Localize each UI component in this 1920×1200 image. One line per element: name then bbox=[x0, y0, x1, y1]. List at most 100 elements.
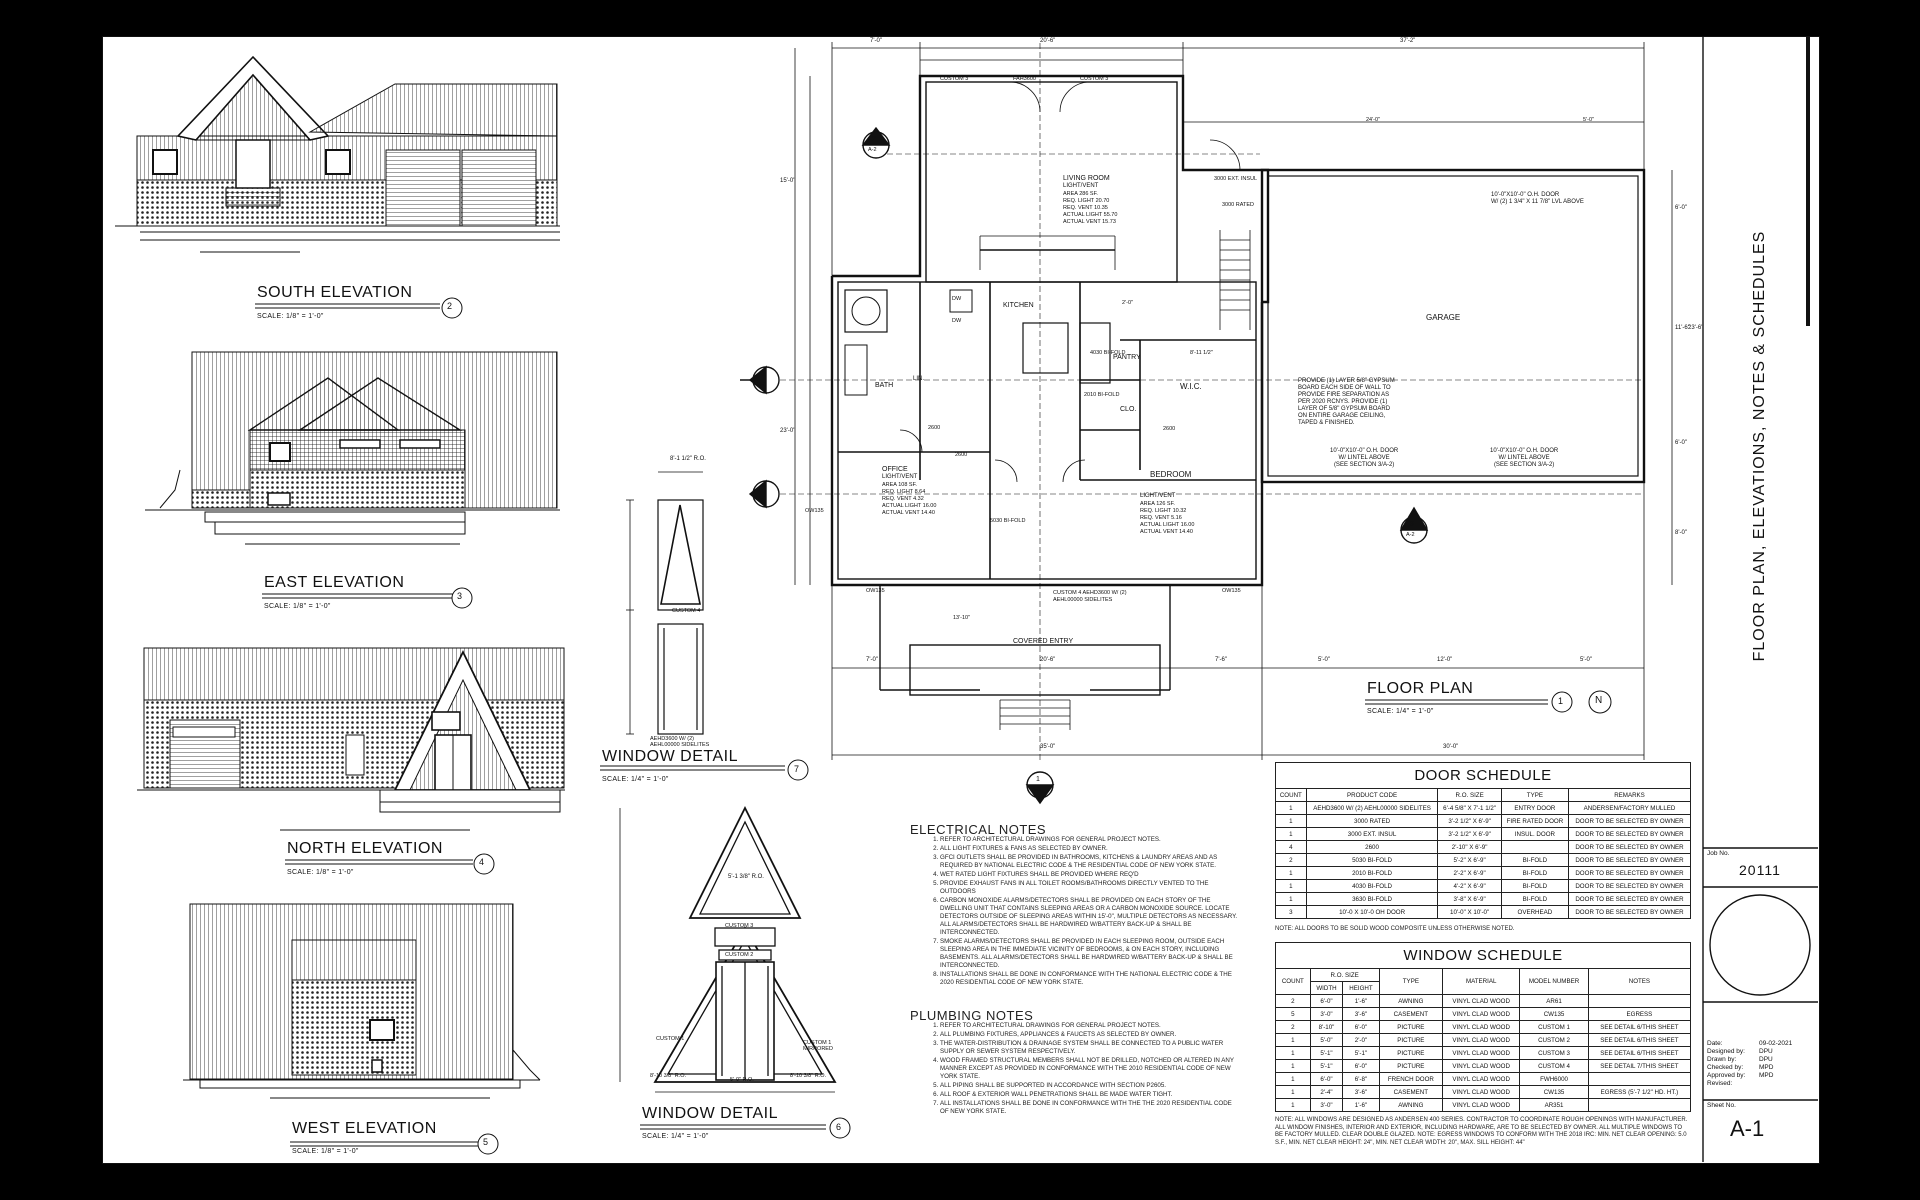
section-marker-sheet: A-2 bbox=[1406, 532, 1415, 538]
window-detail-7-title: WINDOW DETAIL bbox=[602, 748, 738, 765]
electrical-note: PROVIDE EXHAUST FANS IN ALL TOILET ROOMS… bbox=[940, 880, 1240, 896]
plan-callout: CUSTOM 3 bbox=[1080, 76, 1109, 82]
window-schedule-cell: CASEMENT bbox=[1378, 1085, 1444, 1099]
south-elevation-number: 2 bbox=[447, 301, 453, 311]
window-schedule-cell: SEE DETAIL 6/THIS SHEET bbox=[1587, 1020, 1692, 1034]
window-schedule-cell: PICTURE bbox=[1378, 1020, 1444, 1034]
room-wic-label: W.I.C. bbox=[1180, 382, 1202, 391]
window-schedule-cell bbox=[1587, 1098, 1692, 1112]
window-detail-7-scale: SCALE: 1/4" = 1'-0" bbox=[602, 776, 669, 783]
plan-callout: DW bbox=[952, 296, 962, 302]
plan-callout: 13'-10" bbox=[953, 615, 971, 621]
door-schedule-cell: DOOR TO BE SELECTED BY OWNER bbox=[1568, 840, 1691, 854]
detail6-label: CUSTOM 2 bbox=[725, 952, 754, 958]
plumbing-note: ALL PIPING SHALL BE SUPPORTED IN ACCORDA… bbox=[940, 1082, 1240, 1090]
room-living-label: LIVING ROOM bbox=[1063, 175, 1110, 182]
window-schedule-cell: VINYL CLAD WOOD bbox=[1442, 1059, 1521, 1073]
plumbing-note: ALL PLUMBING FIXTURES, APPLIANCES & FAUC… bbox=[940, 1031, 1240, 1039]
detail6-label: CUSTOM 3 bbox=[725, 923, 754, 929]
door-schedule-cell: 3'-2 1/2" X 6'-9" bbox=[1437, 814, 1502, 828]
detail7-custom-label: CUSTOM 4 bbox=[672, 608, 701, 614]
electrical-note: REFER TO ARCHITECTURAL DRAWINGS FOR GENE… bbox=[940, 836, 1240, 844]
door-schedule-cell: AEHD3600 W/ (2) AEHL00000 SIDELITES bbox=[1305, 801, 1439, 815]
door-schedule-cell: DOOR TO BE SELECTED BY OWNER bbox=[1568, 905, 1691, 919]
door-schedule-cell: ANDERSEN/FACTORY MULLED bbox=[1568, 801, 1691, 815]
plan-callout: 2'-0" bbox=[1122, 300, 1133, 306]
plumbing-note: THE WATER-DISTRIBUTION & DRAINAGE SYSTEM… bbox=[940, 1040, 1240, 1056]
door-schedule-cell: 3000 EXT. INSUL bbox=[1305, 827, 1439, 841]
window-schedule-cell: EGRESS (5'-7 1/2" HD. HT.) bbox=[1587, 1085, 1692, 1099]
window-schedule-cell: 3'-0" bbox=[1309, 1007, 1344, 1021]
door-schedule-title: DOOR SCHEDULE bbox=[1275, 762, 1691, 788]
window-schedule-cell: FWH6000 bbox=[1519, 1072, 1589, 1086]
plan-callout: CUSTOM 4 AEHD3600 W/ (2) AEHL00000 SIDEL… bbox=[1053, 590, 1127, 603]
plan-callout: 2600 bbox=[928, 425, 941, 431]
dim-right: 8'-0" bbox=[1675, 530, 1687, 536]
window-schedule-cell: CUSTOM 3 bbox=[1519, 1046, 1589, 1060]
window-schedule-cell: 3'-0" bbox=[1309, 1098, 1344, 1112]
dim-right: 11'-6" bbox=[1675, 325, 1690, 331]
door-schedule-cell: DOOR TO BE SELECTED BY OWNER bbox=[1568, 827, 1691, 841]
electrical-note: ALL LIGHT FIXTURES & FANS AS SELECTED BY… bbox=[940, 845, 1240, 853]
dim-bottom: 7'-6" bbox=[1215, 657, 1227, 663]
window-schedule-cell: EGRESS bbox=[1587, 1007, 1692, 1021]
room-bedroom-label: BEDROOM bbox=[1150, 470, 1192, 479]
window-schedule-cell: VINYL CLAD WOOD bbox=[1442, 994, 1521, 1008]
section-marker-number: 1 bbox=[1036, 776, 1040, 783]
window-schedule-header: MATERIAL bbox=[1442, 968, 1521, 995]
room-pantry-label: PANTRY bbox=[1113, 354, 1141, 361]
door-schedule-cell: 10'-0 X 10'-0 OH DOOR bbox=[1305, 905, 1439, 919]
section-marker-sheet: A-2 bbox=[868, 147, 877, 153]
electrical-note: CARBON MONOXIDE ALARMS/DETECTORS SHALL B… bbox=[940, 897, 1240, 937]
plan-callout: 24'-0" bbox=[1366, 117, 1381, 123]
dim-right: 6'-0" bbox=[1675, 440, 1687, 446]
dim-bottom: 5'-0" bbox=[1580, 657, 1592, 663]
room-lin-label: LIN. bbox=[913, 376, 925, 382]
door-schedule-cell: 4'-2" X 6'-9" bbox=[1437, 879, 1502, 893]
plumbing-notes-title: PLUMBING NOTES bbox=[910, 1008, 1034, 1023]
window-schedule-table: WINDOW SCHEDULE COUNT R.O. SIZE TYPE MAT… bbox=[1275, 942, 1692, 1112]
window-schedule-cell: AWNING bbox=[1378, 994, 1444, 1008]
plan-callout: OW135 bbox=[866, 588, 885, 594]
door-schedule-header: REMARKS bbox=[1568, 788, 1691, 802]
north-arrow-icon: N bbox=[1595, 695, 1603, 706]
detail6-label: CUSTOM 1 bbox=[656, 1036, 685, 1042]
door-schedule-cell: 1 bbox=[1275, 866, 1307, 880]
electrical-note: INSTALLATIONS SHALL BE DONE IN CONFORMAN… bbox=[940, 971, 1240, 987]
door-schedule-cell: FIRE RATED DOOR bbox=[1500, 814, 1570, 828]
detail6-label: 8'-10 3/8" R.O. bbox=[790, 1073, 827, 1079]
dim-top: 20'-6" bbox=[1040, 38, 1056, 44]
floor-plan-drawing bbox=[780, 40, 1673, 760]
plan-callout: 5'-0" bbox=[1583, 117, 1594, 123]
door-schedule-cell: BI-FOLD bbox=[1500, 853, 1570, 867]
door-schedule-cell: 3 bbox=[1275, 905, 1307, 919]
section-marker-number: 2 bbox=[872, 136, 876, 143]
window-schedule-cell: 2'-0" bbox=[1342, 1033, 1380, 1047]
room-clo-label: CLO. bbox=[1120, 406, 1137, 413]
title-block: FLOOR PLAN, ELEVATIONS, NOTES & SCHEDULE… bbox=[1703, 36, 1818, 1162]
window-schedule-cell: VINYL CLAD WOOD bbox=[1442, 1020, 1521, 1034]
dim-right: 23'-6" bbox=[1688, 325, 1704, 331]
window-detail-6-scale: SCALE: 1/4" = 1'-0" bbox=[642, 1133, 709, 1140]
window-schedule-cell: VINYL CLAD WOOD bbox=[1442, 1098, 1521, 1112]
window-schedule-cell: 2'-4" bbox=[1309, 1085, 1344, 1099]
elevation-number-circle bbox=[451, 587, 473, 609]
detail6-label: 5'-0" R.O. bbox=[730, 1077, 754, 1083]
north-elevation-scale: SCALE: 1/8" = 1'-0" bbox=[287, 869, 354, 876]
door-schedule-cell: 6'-4 5/8" X 7'-1 1/2" bbox=[1437, 801, 1502, 815]
section-marker-number: 3 bbox=[1410, 521, 1414, 528]
dim-bottom: 12'-0" bbox=[1437, 657, 1453, 663]
plan-callout: FAH3600 bbox=[1013, 76, 1036, 82]
window-schedule-cell: 8'-10" bbox=[1309, 1020, 1344, 1034]
sheet-title: FLOOR PLAN, ELEVATIONS, NOTES & SCHEDULE… bbox=[1751, 230, 1768, 662]
window-detail-7-number: 7 bbox=[794, 764, 800, 774]
window-schedule-cell: 1 bbox=[1275, 1085, 1311, 1099]
